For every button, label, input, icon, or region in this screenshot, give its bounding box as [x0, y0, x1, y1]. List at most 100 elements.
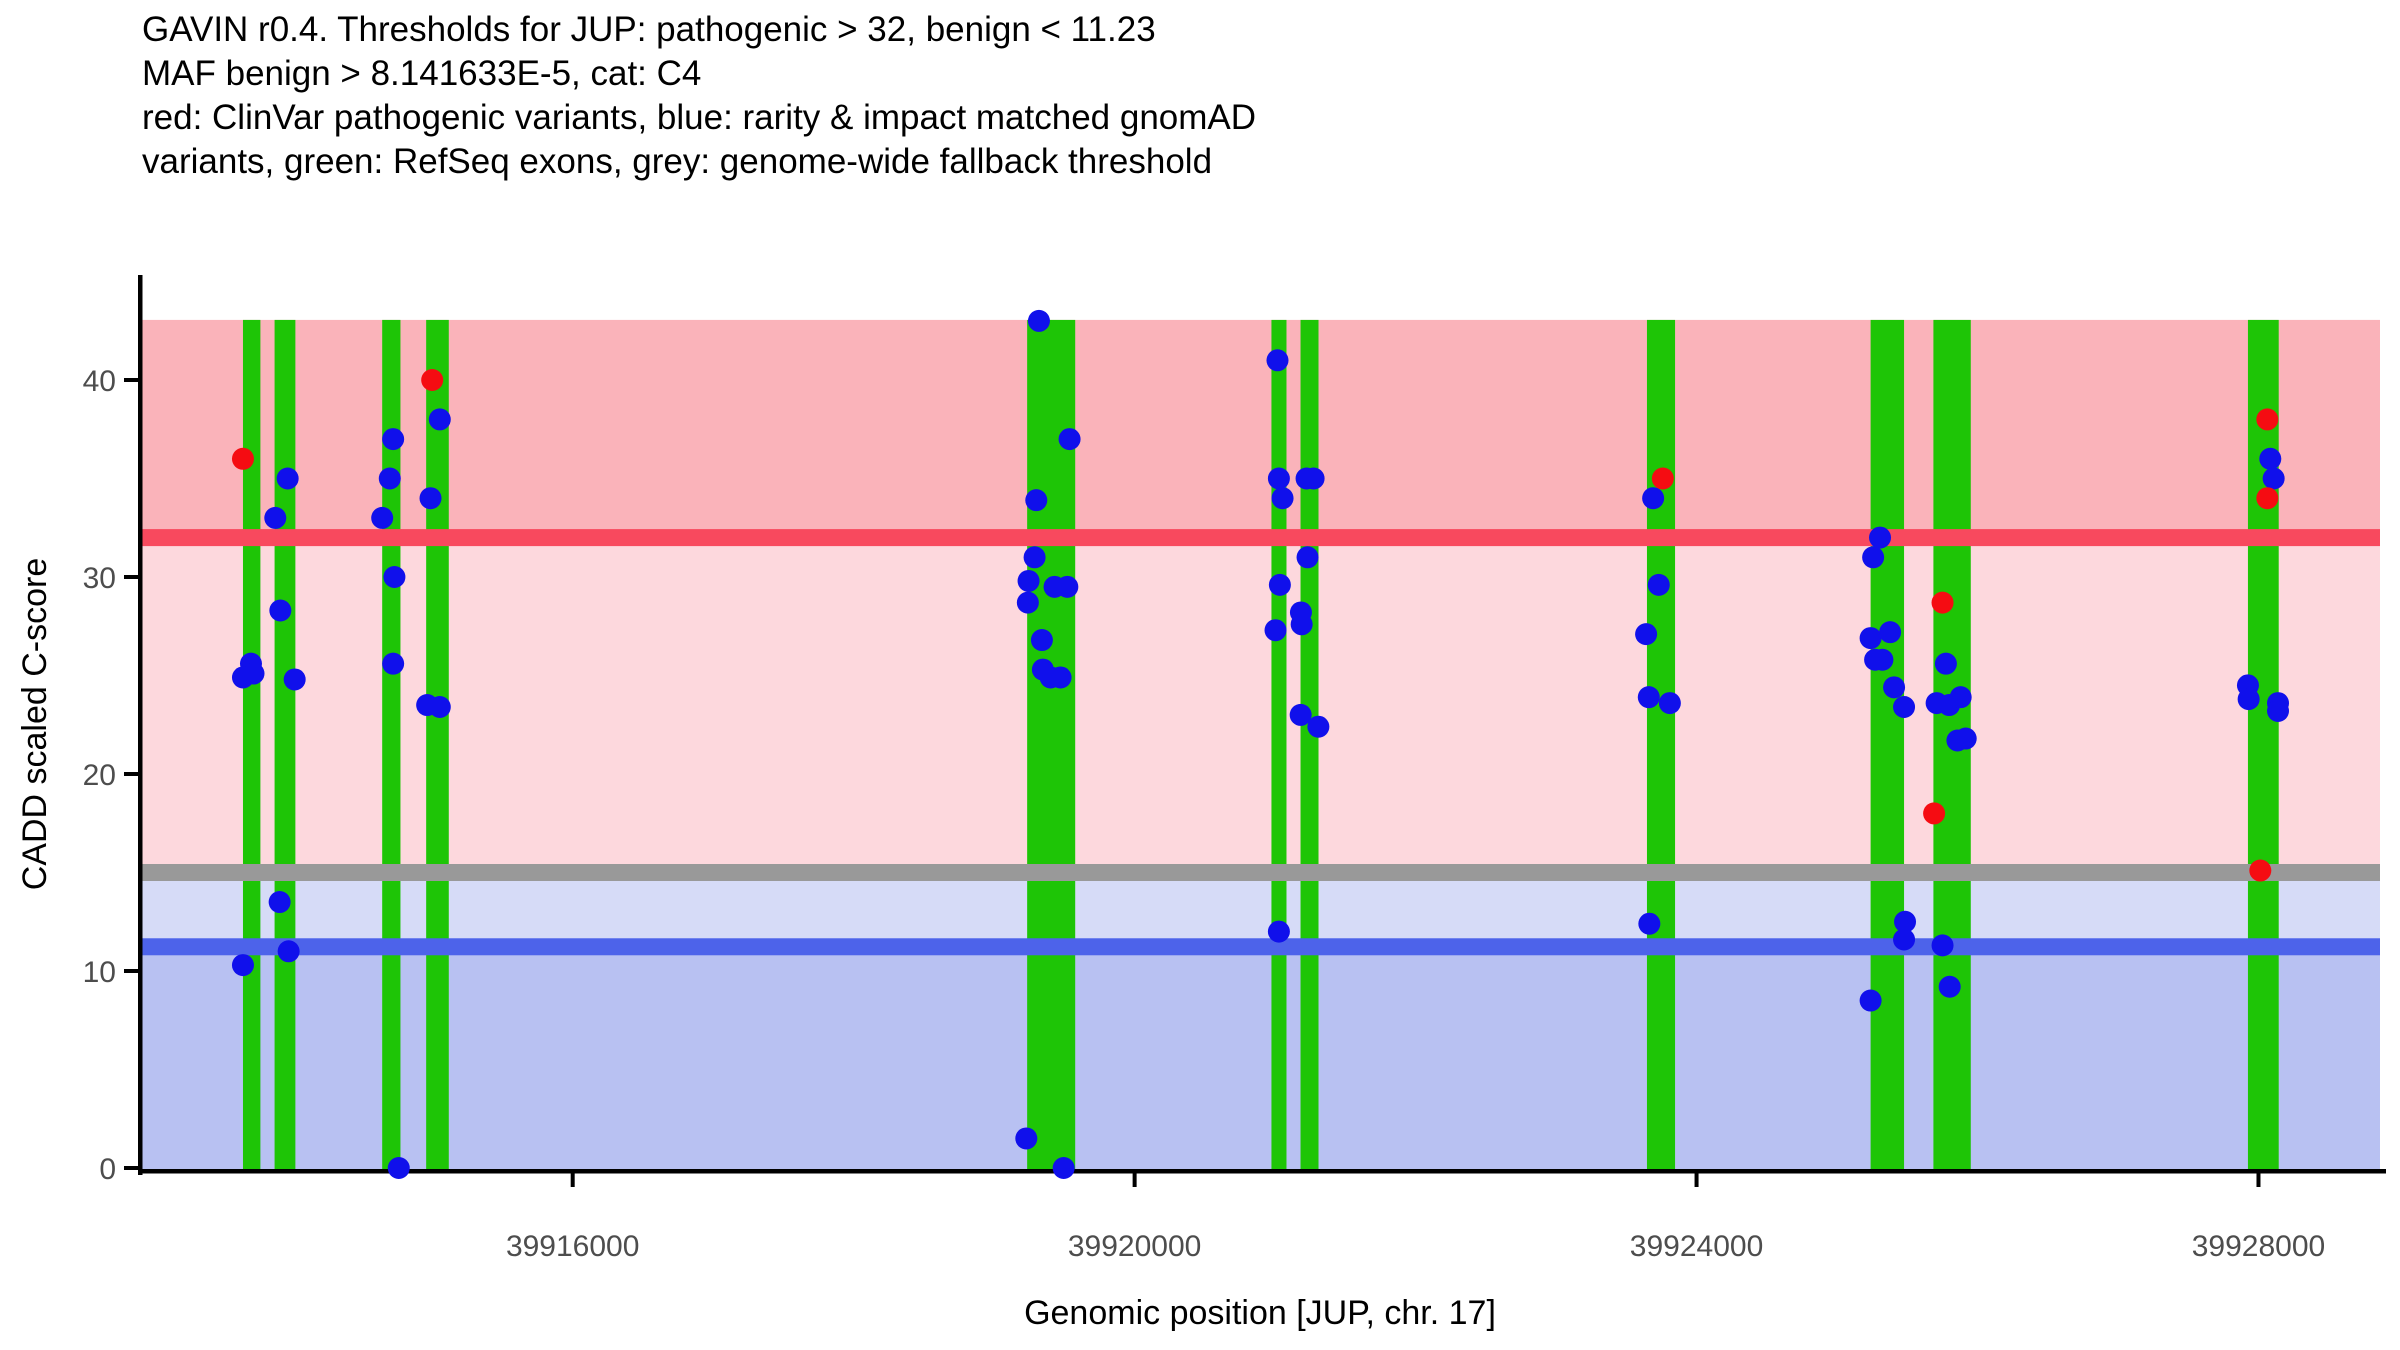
gnomad-variant-point	[1264, 619, 1287, 642]
gnomad-variant-point	[269, 599, 292, 622]
genome-wide-fallback-line	[140, 864, 2380, 881]
exon-bar	[1300, 319, 1319, 1169]
gnomad-variant-point	[1859, 989, 1882, 1012]
gnomad-variant-point	[1893, 928, 1916, 951]
y-tick-label: 40	[83, 365, 116, 398]
gnomad-variant-point	[1267, 920, 1290, 943]
gnomad-variant-point	[382, 652, 405, 675]
gnomad-variant-point	[2237, 688, 2260, 711]
y-tick	[124, 969, 138, 973]
x-tick	[570, 1173, 575, 1187]
gnomad-variant-point	[277, 940, 300, 963]
gnomad-variant-point	[1290, 613, 1313, 636]
gnomad-variant-point	[1027, 309, 1050, 332]
gnomad-variant-point	[371, 506, 394, 529]
gnomad-variant-point	[1635, 623, 1658, 646]
gnomad-variant-point	[1931, 934, 1954, 957]
benign-threshold-line	[140, 938, 2380, 956]
gnomad-variant-point	[1894, 910, 1917, 933]
gnomad-variant-point	[1266, 349, 1289, 372]
y-tick-label: 30	[83, 562, 116, 595]
x-axis-line	[138, 1169, 2386, 1174]
y-tick	[124, 1166, 138, 1170]
x-tick-label: 39928000	[2192, 1230, 2325, 1263]
gnomad-variant-point	[1289, 703, 1312, 726]
gnomad-variant-point	[1023, 546, 1046, 569]
gnomad-variant-point	[2262, 467, 2285, 490]
pathogenic-threshold-line	[140, 529, 2380, 547]
gnomad-variant-point	[1871, 648, 1894, 671]
gnomad-variant-point	[1052, 1157, 1075, 1179]
x-axis-label: Genomic position [JUP, chr. 17]	[1024, 1294, 1496, 1332]
gnomad-variant-point	[231, 666, 254, 689]
gnomad-variant-point	[1949, 686, 1972, 709]
clinvar-pathogenic-point	[1931, 591, 1954, 614]
gnomad-variant-point	[2259, 447, 2282, 470]
title-line-4: variants, green: RefSeq exons, grey: gen…	[142, 142, 1213, 181]
gnomad-variant-point	[1938, 975, 1961, 998]
clinvar-pathogenic-point	[2256, 487, 2279, 510]
gnomad-variant-point	[1637, 686, 1660, 709]
exon-bar	[242, 319, 261, 1169]
gnomad-variant-point	[1862, 546, 1885, 569]
gnomad-variant-point	[1954, 727, 1977, 750]
gnomad-variant-point	[1647, 573, 1670, 596]
x-tick-label: 39920000	[1068, 1230, 1201, 1263]
clinvar-pathogenic-point	[231, 447, 254, 470]
gnomad-variant-point	[378, 467, 401, 490]
gnomad-variant-point	[1271, 487, 1294, 510]
title-line-2: MAF benign > 8.141633E-5, cat: C4	[142, 54, 702, 93]
gnomad-variant-point	[283, 668, 306, 691]
gnomad-variant-point	[1296, 546, 1319, 569]
exon-bar	[1027, 319, 1076, 1169]
y-tick-label: 0	[99, 1153, 116, 1186]
gnomad-variant-point	[1893, 696, 1916, 719]
x-tick	[2256, 1173, 2261, 1187]
pathogenic-zone	[140, 319, 2380, 538]
exon-bar	[274, 319, 296, 1169]
gnomad-variant-point	[264, 506, 287, 529]
vus-zone	[140, 537, 2380, 873]
gnomad-variant-point	[1030, 629, 1053, 652]
gnomad-variant-point	[268, 891, 291, 914]
gnomad-variant-point	[1879, 621, 1902, 644]
x-tick	[1132, 1173, 1137, 1187]
clinvar-pathogenic-point	[2249, 859, 2272, 882]
gnomad-variant-point	[382, 428, 405, 451]
gnomad-variant-point	[1934, 652, 1957, 675]
clinvar-pathogenic-point	[421, 369, 444, 391]
gnomad-variant-point	[1267, 467, 1290, 490]
gnomad-variant-point	[428, 408, 451, 431]
gnomad-variant-point	[276, 467, 299, 490]
clinvar-pathogenic-point	[2256, 408, 2279, 431]
y-tick	[124, 575, 138, 579]
gnomad-variant-point	[1058, 428, 1081, 451]
gnomad-variant-point	[1049, 666, 1072, 689]
x-tick	[1694, 1173, 1699, 1187]
y-tick	[124, 772, 138, 776]
exon-bar	[2247, 319, 2279, 1169]
y-tick	[124, 378, 138, 382]
gnomad-variant-point	[1017, 569, 1040, 592]
exon-bar	[426, 319, 449, 1169]
gnomad-variant-point	[1302, 467, 1325, 490]
benign-zone	[140, 946, 2380, 1169]
clinvar-pathogenic-point	[1923, 802, 1946, 825]
y-axis-line	[138, 275, 143, 1175]
gnomad-variant-point	[2267, 699, 2290, 722]
exon-bar	[1646, 319, 1676, 1169]
gnomad-variant-point	[1859, 627, 1882, 650]
gnomad-variant-point	[1025, 489, 1048, 512]
gnomad-variant-point	[1307, 715, 1330, 738]
x-tick-label: 39924000	[1630, 1230, 1763, 1263]
benign-light-zone	[140, 872, 2380, 947]
gnomad-variant-point	[1658, 692, 1681, 715]
gnomad-variant-point	[419, 487, 442, 510]
gnomad-variant-point	[231, 954, 254, 977]
gnomad-variant-point	[387, 1157, 410, 1179]
y-tick-label: 20	[83, 759, 116, 792]
gnomad-variant-point	[1268, 573, 1291, 596]
gnomad-variant-point	[1642, 487, 1665, 510]
exon-bar	[1271, 319, 1287, 1169]
